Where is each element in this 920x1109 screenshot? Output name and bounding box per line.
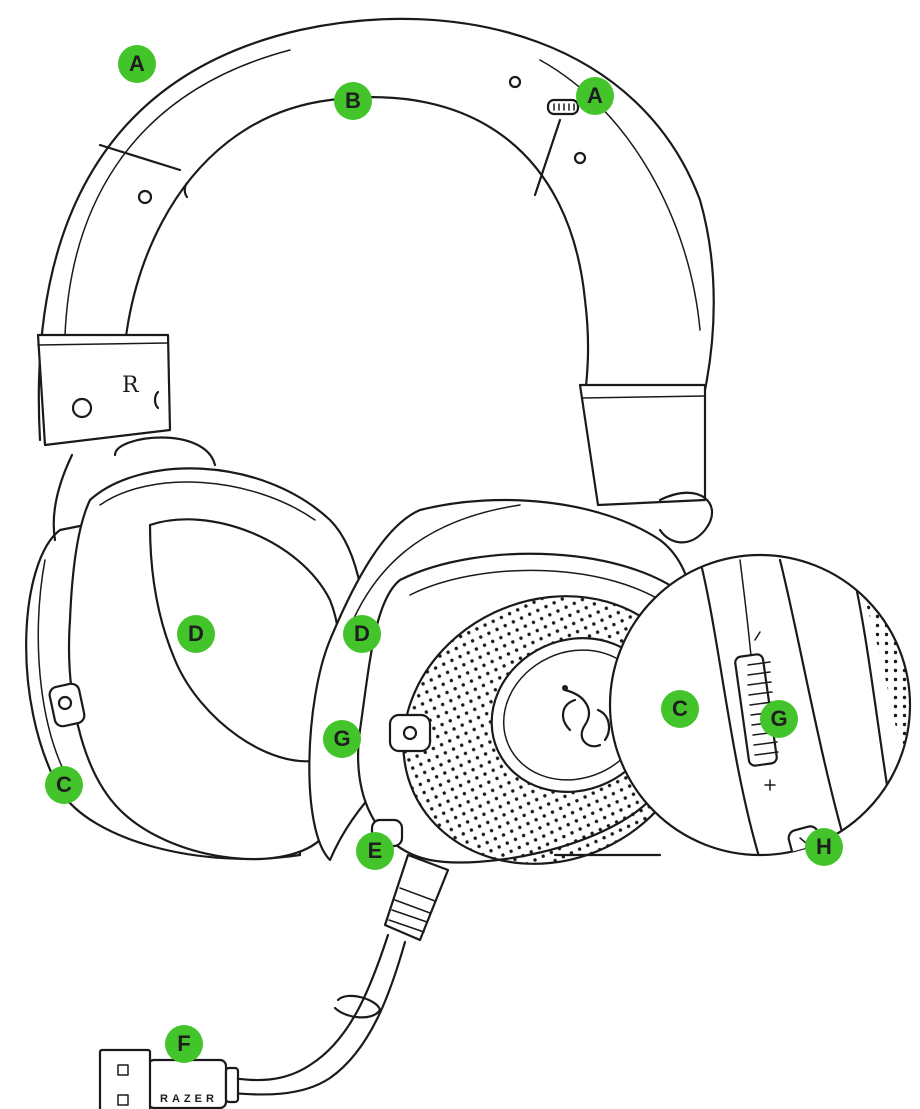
left-yoke <box>113 436 217 467</box>
callout-f: F <box>165 1025 203 1063</box>
callout-h: H <box>805 828 843 866</box>
callout-c-right: C <box>661 690 699 728</box>
callout-a-left: A <box>118 45 156 83</box>
callout-c-left: C <box>45 766 83 804</box>
callout-d-right: D <box>343 615 381 653</box>
callout-a-right: A <box>576 77 614 115</box>
callout-b: B <box>334 82 372 120</box>
left-earcup <box>25 467 369 861</box>
right-yoke <box>658 491 714 544</box>
callout-e: E <box>356 832 394 870</box>
callout-d-left: D <box>177 615 215 653</box>
left-cable <box>52 453 74 542</box>
callout-g-zoom: G <box>760 700 798 738</box>
brand-logo-icon <box>562 685 611 748</box>
usb-cable: RAZER <box>98 853 450 1109</box>
side-mark-r: R <box>122 373 140 398</box>
cable-brand-text: RAZER <box>160 1093 218 1105</box>
callout-g-main: G <box>323 720 361 758</box>
headband <box>37 17 715 442</box>
left-slider: R <box>36 181 189 447</box>
right-slider <box>508 75 707 507</box>
